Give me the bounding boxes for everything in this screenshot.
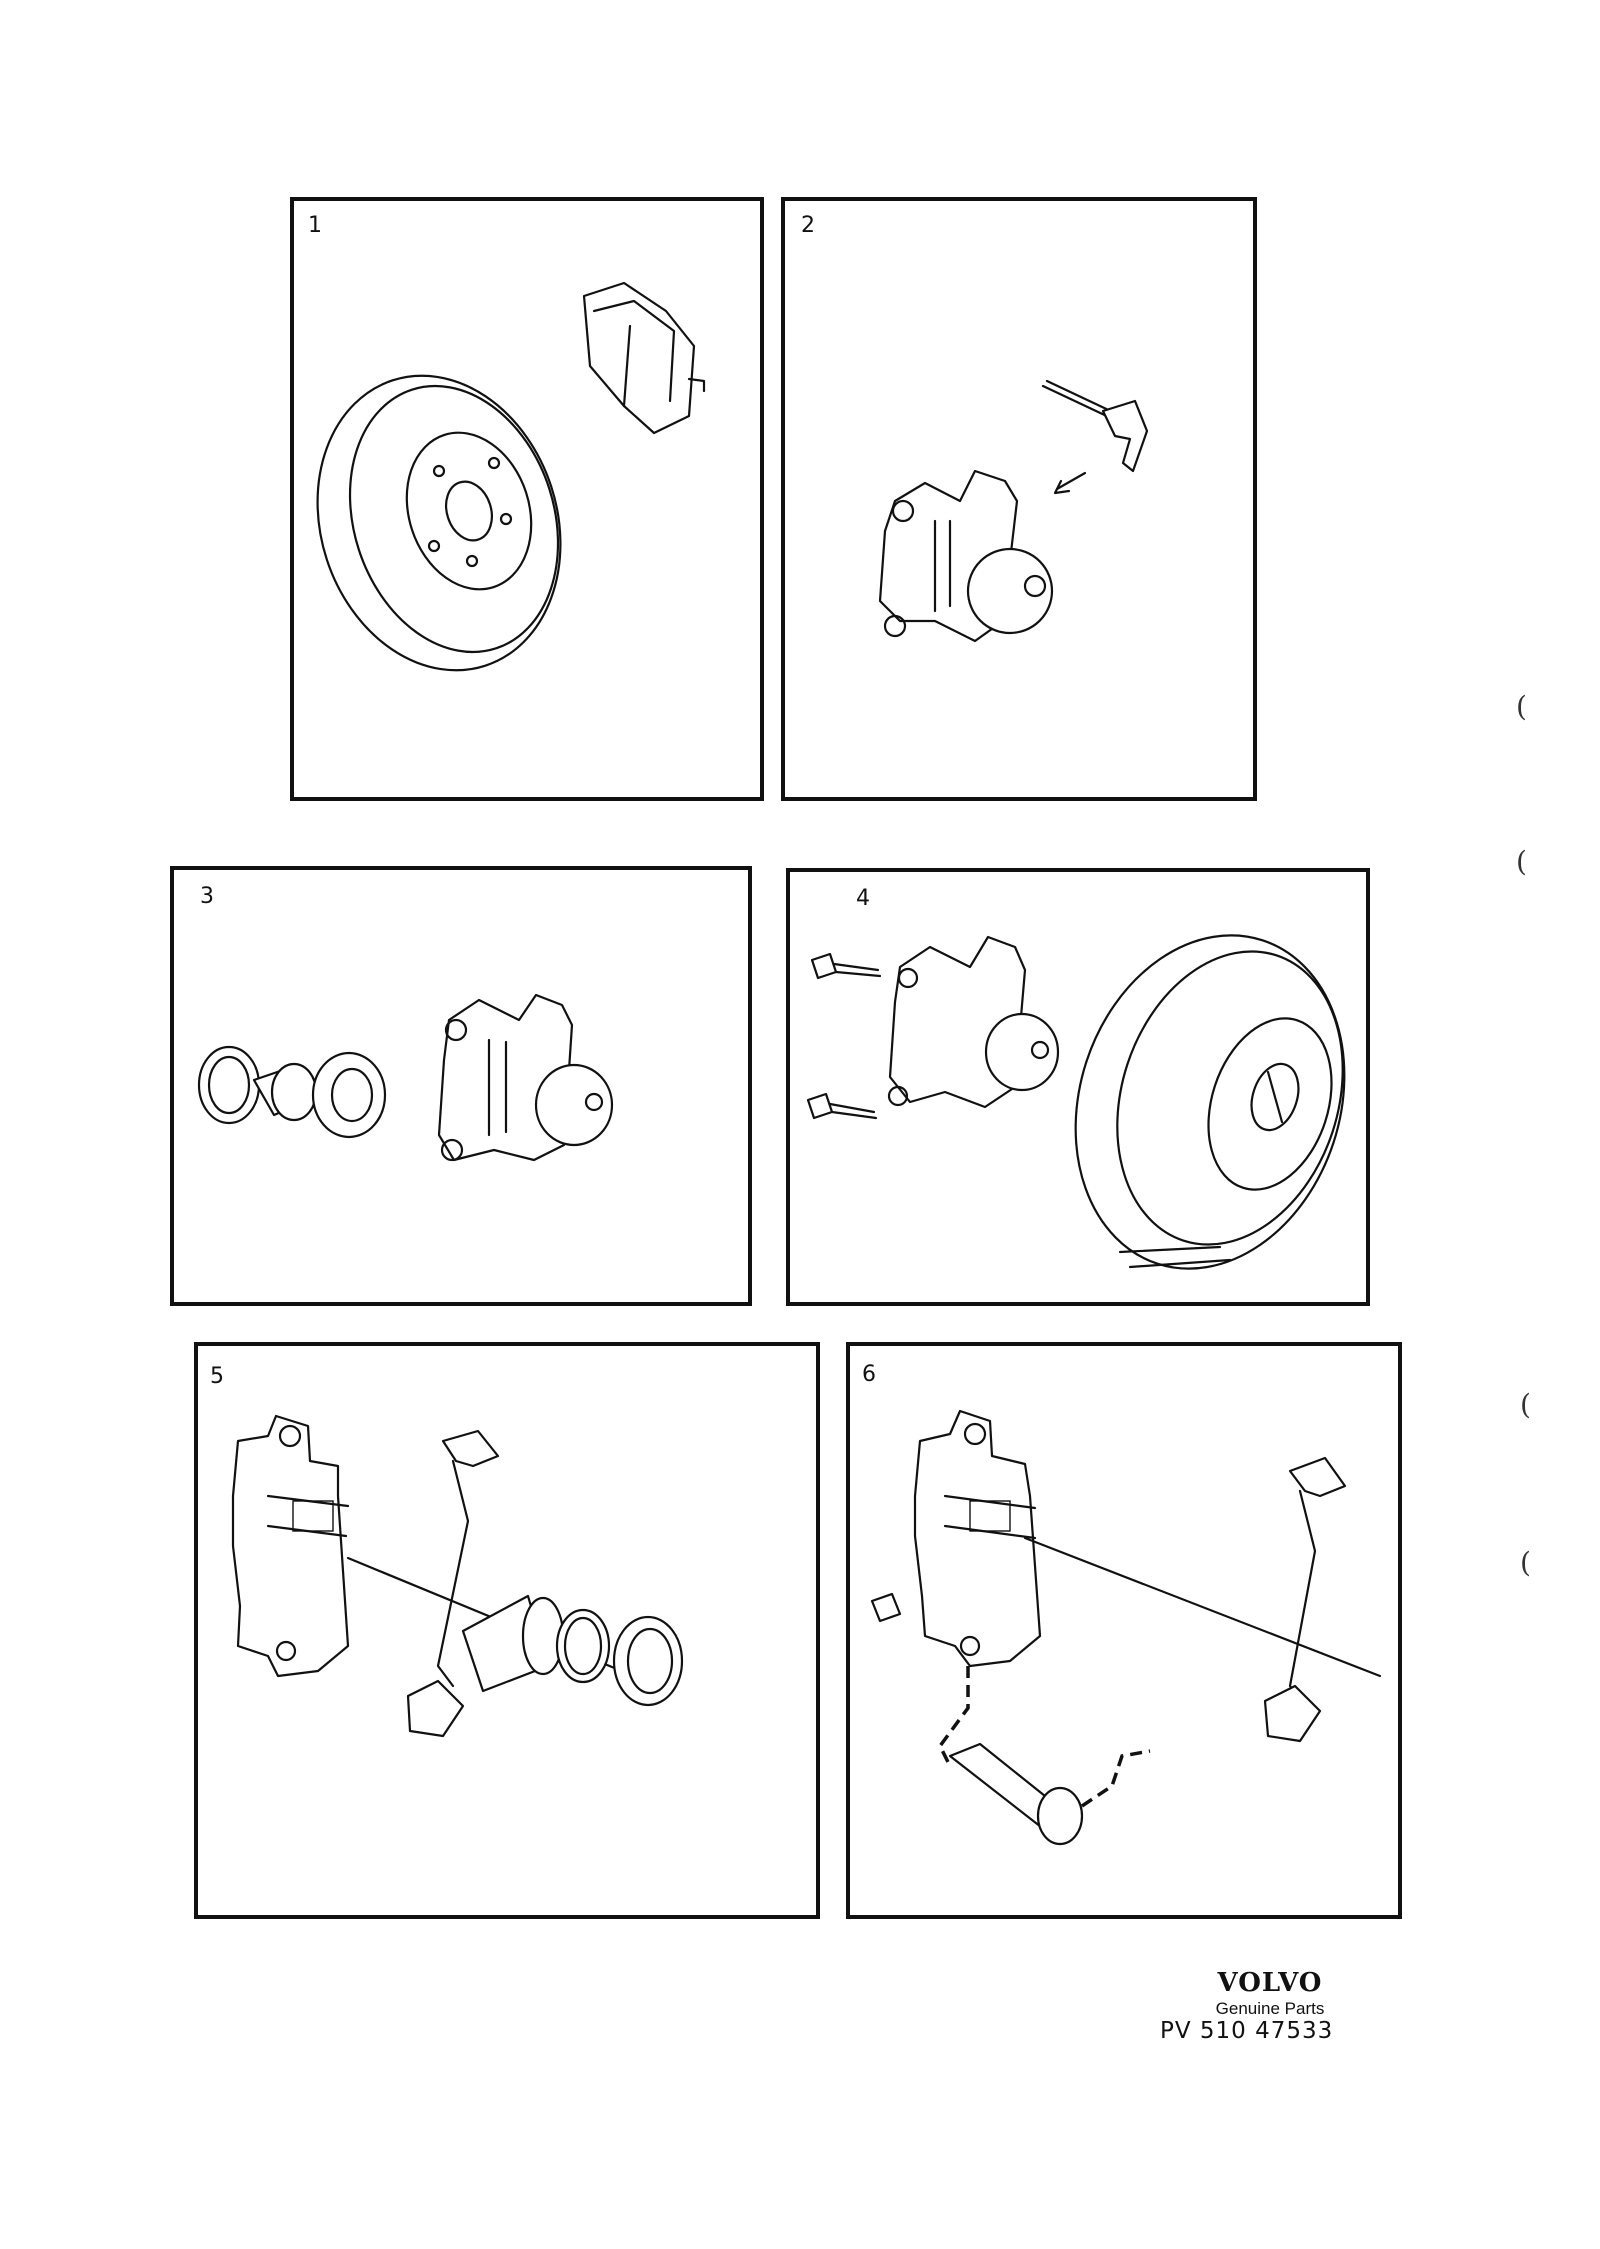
part-number: PV 510 47533 (1160, 2018, 1334, 2044)
caliper-bolts-disc-illustration (806, 934, 1346, 1270)
brake-disc-illustration (316, 281, 706, 672)
volvo-logo: VOLVO (1217, 1968, 1323, 1998)
brand-subtitle: Genuine Parts (1215, 1999, 1325, 2018)
caliper-guide-pin-illustration (870, 1409, 1382, 1846)
caliper-spring-illustration (878, 379, 1149, 643)
diagram-panel-3: 3 (170, 866, 752, 1306)
panel-number: 4 (856, 886, 870, 911)
diagram-panel-1: 1 (290, 197, 764, 801)
panel-number: 3 (200, 884, 214, 909)
margin-mark: ( (1516, 690, 1527, 723)
panel-number: 6 (862, 1362, 876, 1387)
margin-mark: ( (1520, 1388, 1531, 1421)
margin-mark: ( (1520, 1546, 1531, 1579)
volvo-branding: VOLVO Genuine Parts (1160, 1968, 1380, 2020)
piston-seals-illustration (197, 993, 614, 1162)
panel-number: 1 (308, 213, 322, 238)
diagram-panel-4: 4 (786, 868, 1370, 1306)
diagram-panel-2: 2 (781, 197, 1257, 801)
margin-mark: ( (1516, 845, 1527, 878)
brake-pads (582, 281, 706, 435)
caliper-exploded-illustration (231, 1414, 684, 1738)
diagram-panel-5: 5 (194, 1342, 820, 1919)
panel-number: 2 (801, 213, 815, 238)
diagram-panel-6: 6 (846, 1342, 1402, 1919)
panel-number: 5 (210, 1364, 224, 1389)
